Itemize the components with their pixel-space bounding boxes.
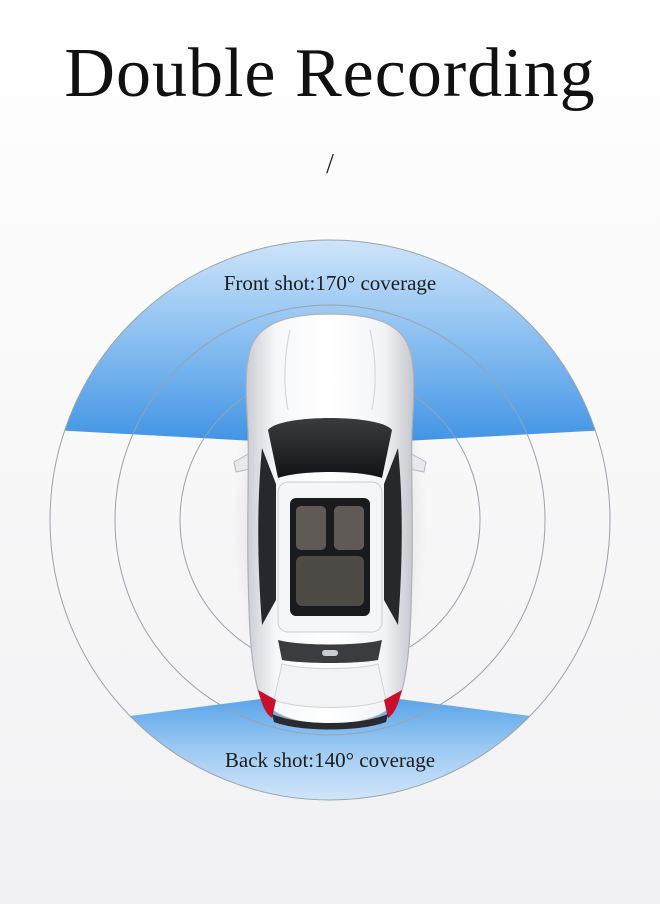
separator-slash: / [326,149,334,180]
headline: Double Recording [64,35,596,112]
front-coverage-label: Front shot:170° coverage [223,271,437,295]
back-coverage-label: Back shot:140° coverage [224,748,436,772]
car-top-view [232,305,428,735]
